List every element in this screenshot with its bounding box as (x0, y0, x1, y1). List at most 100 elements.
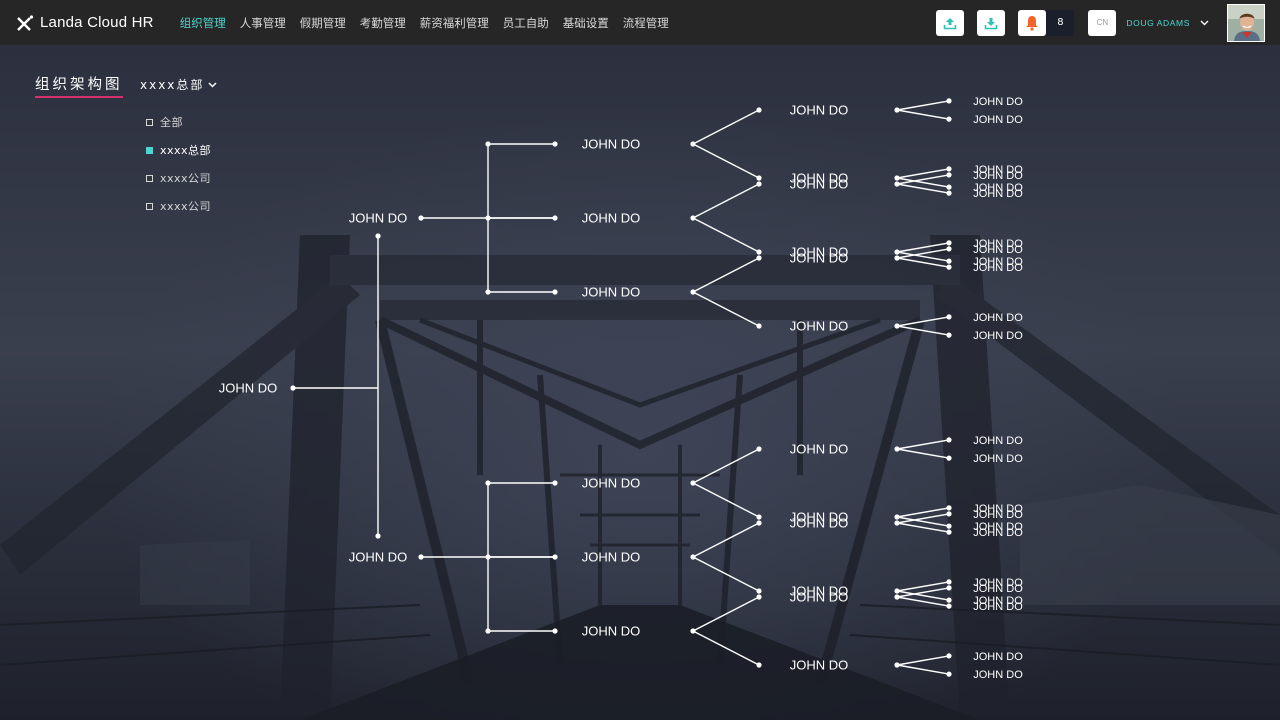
org-connector (692, 291, 760, 327)
app-logo[interactable]: Landa Cloud HR (16, 0, 154, 45)
department-option-label: xxxx总部 (160, 144, 212, 157)
department-option-all[interactable]: 全部 (146, 108, 211, 136)
checkbox[interactable] (146, 202, 153, 210)
org-node-level4[interactable]: JOHN DO (973, 244, 1023, 256)
org-node-dot (552, 141, 558, 147)
language-switch-button[interactable]: CN (1088, 9, 1117, 36)
org-node-level3[interactable]: JOHN DO (790, 584, 849, 599)
org-node-level4[interactable]: JOHN DO (973, 435, 1023, 447)
org-node-level3[interactable]: JOHN DO (790, 658, 849, 673)
org-node-level4[interactable]: JOHN DO (973, 330, 1023, 342)
org-node-dot (946, 505, 952, 511)
org-node-level3[interactable]: JOHN DO (790, 516, 849, 531)
department-select[interactable]: xxxx总部 (140, 76, 217, 93)
chevron-down-icon[interactable] (1200, 20, 1209, 26)
org-node-level3[interactable]: JOHN DO (790, 319, 849, 334)
org-node-level2[interactable]: JOHN DO (582, 285, 641, 300)
org-connector (896, 183, 950, 194)
org-node-dot (756, 514, 762, 520)
department-option-company-2[interactable]: xxxx公司 (146, 192, 211, 220)
nav-item-org-management[interactable]: 组织管理 (179, 15, 226, 30)
org-connector (692, 257, 760, 293)
department-option-headquarters[interactable]: xxxx总部 (146, 136, 211, 164)
org-node-level4[interactable]: JOHN DO (973, 583, 1023, 595)
org-node-level3[interactable]: JOHN DO (790, 177, 849, 192)
org-node-level4[interactable]: JOHN DO (973, 651, 1023, 663)
checkbox[interactable] (146, 174, 153, 182)
org-node-dot (946, 246, 952, 252)
org-node-dot (946, 585, 952, 591)
download-button[interactable] (977, 9, 1006, 36)
org-node-level3[interactable]: JOHN DO (790, 442, 849, 457)
nav-item-payroll-benefits[interactable]: 薪资福利管理 (419, 15, 489, 30)
org-node-level4[interactable]: JOHN DO (973, 577, 1023, 589)
org-node-level3[interactable]: JOHN DO (790, 171, 849, 186)
org-node-level4[interactable]: JOHN DO (973, 114, 1023, 126)
org-node-dot (756, 594, 762, 600)
upload-icon (944, 17, 957, 29)
org-node-level4[interactable]: JOHN DO (973, 509, 1023, 521)
org-node-dot (756, 446, 762, 452)
nav-item-basic-settings[interactable]: 基础设置 (562, 15, 609, 30)
org-node-level2[interactable]: JOHN DO (582, 624, 641, 639)
avatar-photo (1228, 4, 1264, 41)
org-node-level3[interactable]: JOHN DO (790, 510, 849, 525)
org-node-level3[interactable]: JOHN DO (790, 590, 849, 605)
org-connector (896, 100, 950, 111)
org-node-level1[interactable]: JOHN DO (349, 211, 408, 226)
org-node-level2[interactable]: JOHN DO (582, 137, 641, 152)
user-name[interactable]: DOUG ADAMS (1126, 17, 1190, 28)
checkbox[interactable] (146, 146, 153, 154)
org-node-level3[interactable]: JOHN DO (790, 103, 849, 118)
org-node-level2[interactable]: JOHN DO (582, 476, 641, 491)
org-node-level4[interactable]: JOHN DO (973, 503, 1023, 515)
org-node-dot (418, 215, 424, 221)
org-node-level4[interactable]: JOHN DO (973, 601, 1023, 613)
org-node-level4[interactable]: JOHN DO (973, 453, 1023, 465)
org-connector (896, 109, 950, 120)
org-connector (692, 522, 760, 558)
org-node-level4[interactable]: JOHN DO (973, 188, 1023, 200)
org-node-level4[interactable]: JOHN DO (973, 595, 1023, 607)
org-node-level4[interactable]: JOHN DO (973, 256, 1023, 268)
org-connector (692, 109, 760, 145)
org-node-dot (756, 249, 762, 255)
nav-item-attendance-management[interactable]: 考勤管理 (359, 15, 406, 30)
org-node-level4[interactable]: JOHN DO (973, 182, 1023, 194)
nav-item-leave-management[interactable]: 假期管理 (299, 15, 346, 30)
department-option-company-1[interactable]: xxxx公司 (146, 164, 211, 192)
user-avatar[interactable] (1227, 3, 1265, 42)
org-node-dot (946, 671, 952, 677)
notifications-button[interactable] (1018, 9, 1047, 36)
org-node-level4[interactable]: JOHN DO (973, 170, 1023, 182)
org-node-level3[interactable]: JOHN DO (790, 251, 849, 266)
notification-count-badge: 8 (1046, 9, 1075, 36)
org-connector (692, 556, 760, 592)
org-node-level4[interactable]: JOHN DO (973, 527, 1023, 539)
org-node-level1[interactable]: JOHN DO (349, 550, 408, 565)
org-node-level4[interactable]: JOHN DO (973, 521, 1023, 533)
org-node-dot (946, 190, 952, 196)
nav-item-workflow-management[interactable]: 流程管理 (622, 15, 669, 30)
top-navigation-bar: Landa Cloud HR 组织管理 人事管理 假期管理 考勤管理 薪资福利管… (0, 0, 1280, 45)
org-node-level4[interactable]: JOHN DO (973, 164, 1023, 176)
org-node-dot (756, 181, 762, 187)
org-node-root[interactable]: JOHN DO (219, 381, 278, 396)
checkbox[interactable] (146, 118, 153, 126)
org-node-level4[interactable]: JOHN DO (973, 96, 1023, 108)
org-node-level3[interactable]: JOHN DO (790, 245, 849, 260)
title-underline (35, 96, 123, 98)
org-node-level4[interactable]: JOHN DO (973, 238, 1023, 250)
org-connector (896, 325, 950, 336)
org-node-level4[interactable]: JOHN DO (973, 262, 1023, 274)
nav-item-employee-self-service[interactable]: 员工自助 (502, 15, 549, 30)
nav-item-personnel-management[interactable]: 人事管理 (239, 15, 286, 30)
notifications[interactable]: 8 (1018, 9, 1075, 36)
org-node-level2[interactable]: JOHN DO (582, 550, 641, 565)
org-node-level2[interactable]: JOHN DO (582, 211, 641, 226)
org-connector (896, 168, 950, 179)
upload-button[interactable] (936, 9, 965, 36)
org-node-level4[interactable]: JOHN DO (973, 312, 1023, 324)
org-node-level4[interactable]: JOHN DO (973, 669, 1023, 681)
